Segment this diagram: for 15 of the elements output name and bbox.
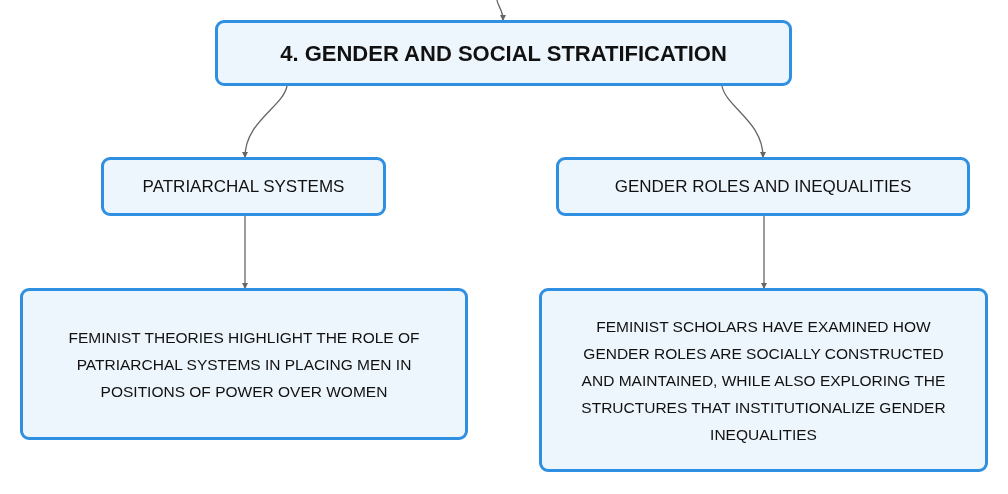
topic-text: GENDER ROLES AND INEQUALITIES xyxy=(614,175,912,198)
arrow xyxy=(721,85,766,158)
topic-text: PATRIARCHAL SYSTEMS xyxy=(142,175,345,198)
topic-box xyxy=(556,157,970,216)
topic-box xyxy=(101,157,386,216)
arrow xyxy=(242,215,248,289)
topic-box xyxy=(215,20,792,86)
topic-text: FEMINIST SCHOLARS HAVE EXAMINED HOW GENDER ROLES ARE SOCIALLY CONSTRUCTED AND MAINTAINED, WHILE ALSO EXPLORING THE STRUCTURES THAT INSTITUTIONALIZE GENDER INEQUALITIES xyxy=(580,316,947,445)
topic-text: FEMINIST THEORIES HIGHLIGHT THE ROLE OF PATRIARCHAL SYSTEMS IN PLACING MEN IN POSITIONS OF POWER OVER WOMEN xyxy=(67,327,421,402)
topic-text: 4. GENDER AND SOCIAL STRATIFICATION xyxy=(280,39,727,68)
arrow xyxy=(496,0,506,21)
note-box xyxy=(20,288,468,440)
arrow xyxy=(242,85,288,158)
note-box xyxy=(539,288,988,472)
arrow xyxy=(761,215,767,289)
